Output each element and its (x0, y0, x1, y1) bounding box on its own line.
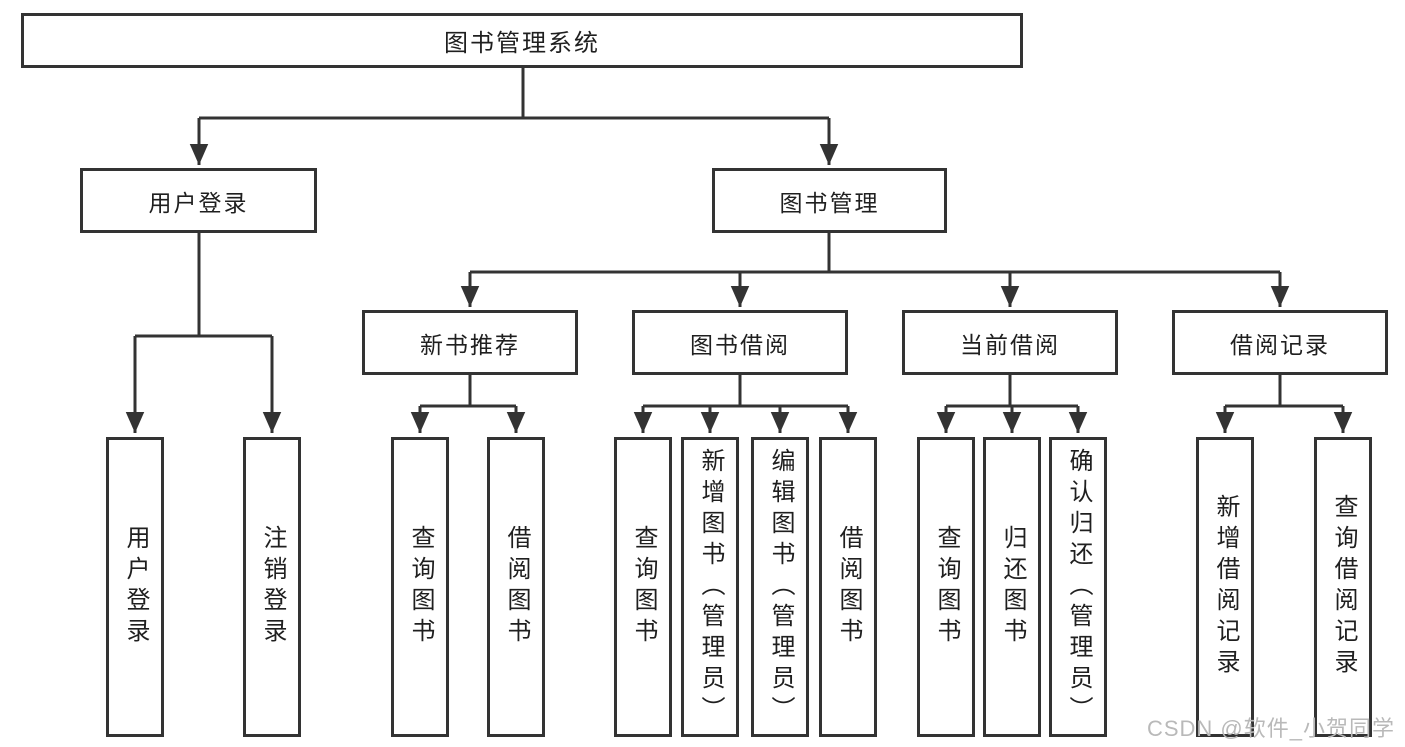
leaf-label: 借阅图书 (835, 525, 862, 649)
leaf-bb-borrow-books: 借阅图书 (819, 437, 877, 737)
leaf-user-login: 用户登录 (106, 437, 164, 737)
leaf-bb-add-books-admin: 新增图书（管理员） (681, 437, 739, 737)
leaf-cb-query-books: 查询图书 (917, 437, 975, 737)
leaf-label: 查询图书 (933, 525, 960, 649)
node-new-book-recommendation: 新书推荐 (362, 310, 578, 375)
node-root-system: 图书管理系统 (21, 13, 1023, 68)
leaf-cb-return-books: 归还图书 (983, 437, 1041, 737)
node-current-borrowing: 当前借阅 (902, 310, 1118, 375)
connector-root-bar (199, 67, 829, 120)
leaf-bb-edit-books-admin: 编辑图书（管理员） (751, 437, 809, 737)
connector-current-borrow-bar (946, 374, 1078, 408)
leaf-cb-confirm-return-admin: 确认归还（管理员） (1049, 437, 1107, 737)
leaf-label: 查询图书 (407, 525, 434, 649)
leaf-label: 查询借阅记录 (1330, 494, 1357, 680)
watermark: CSDN @软件_小贺同学 (1146, 716, 1395, 741)
leaf-label: 归还图书 (999, 525, 1026, 649)
leaf-bb-query-books: 查询图书 (614, 437, 672, 737)
connector-user-login-bar (135, 232, 272, 338)
leaf-label: 用户登录 (122, 525, 149, 649)
leaf-label: 借阅图书 (503, 525, 530, 649)
leaf-label: 新增图书（管理员） (697, 447, 724, 727)
leaf-label: 新增借阅记录 (1212, 494, 1239, 680)
leaf-logout-login: 注销登录 (243, 437, 301, 737)
node-book-management: 图书管理 (712, 168, 947, 233)
leaf-label: 确认归还（管理员） (1065, 447, 1092, 727)
leaf-label: 编辑图书（管理员） (767, 447, 794, 727)
connector-new-book-bar (420, 374, 516, 408)
node-user-login: 用户登录 (80, 168, 317, 233)
node-borrowing-records: 借阅记录 (1172, 310, 1388, 375)
connector-lines (125, 67, 1353, 433)
connector-borrow-records-bar (1225, 374, 1343, 408)
leaf-label: 注销登录 (259, 525, 286, 649)
leaf-label: 查询图书 (630, 525, 657, 649)
connector-book-management-bar (470, 232, 1280, 274)
leaf-br-query-borrow-record: 查询借阅记录 (1314, 437, 1372, 737)
leaf-br-add-borrow-record: 新增借阅记录 (1196, 437, 1254, 737)
leaf-nb-borrow-books: 借阅图书 (487, 437, 545, 737)
leaf-nb-query-books: 查询图书 (391, 437, 449, 737)
node-book-borrowing: 图书借阅 (632, 310, 848, 375)
connector-book-borrow-bar (643, 374, 848, 408)
